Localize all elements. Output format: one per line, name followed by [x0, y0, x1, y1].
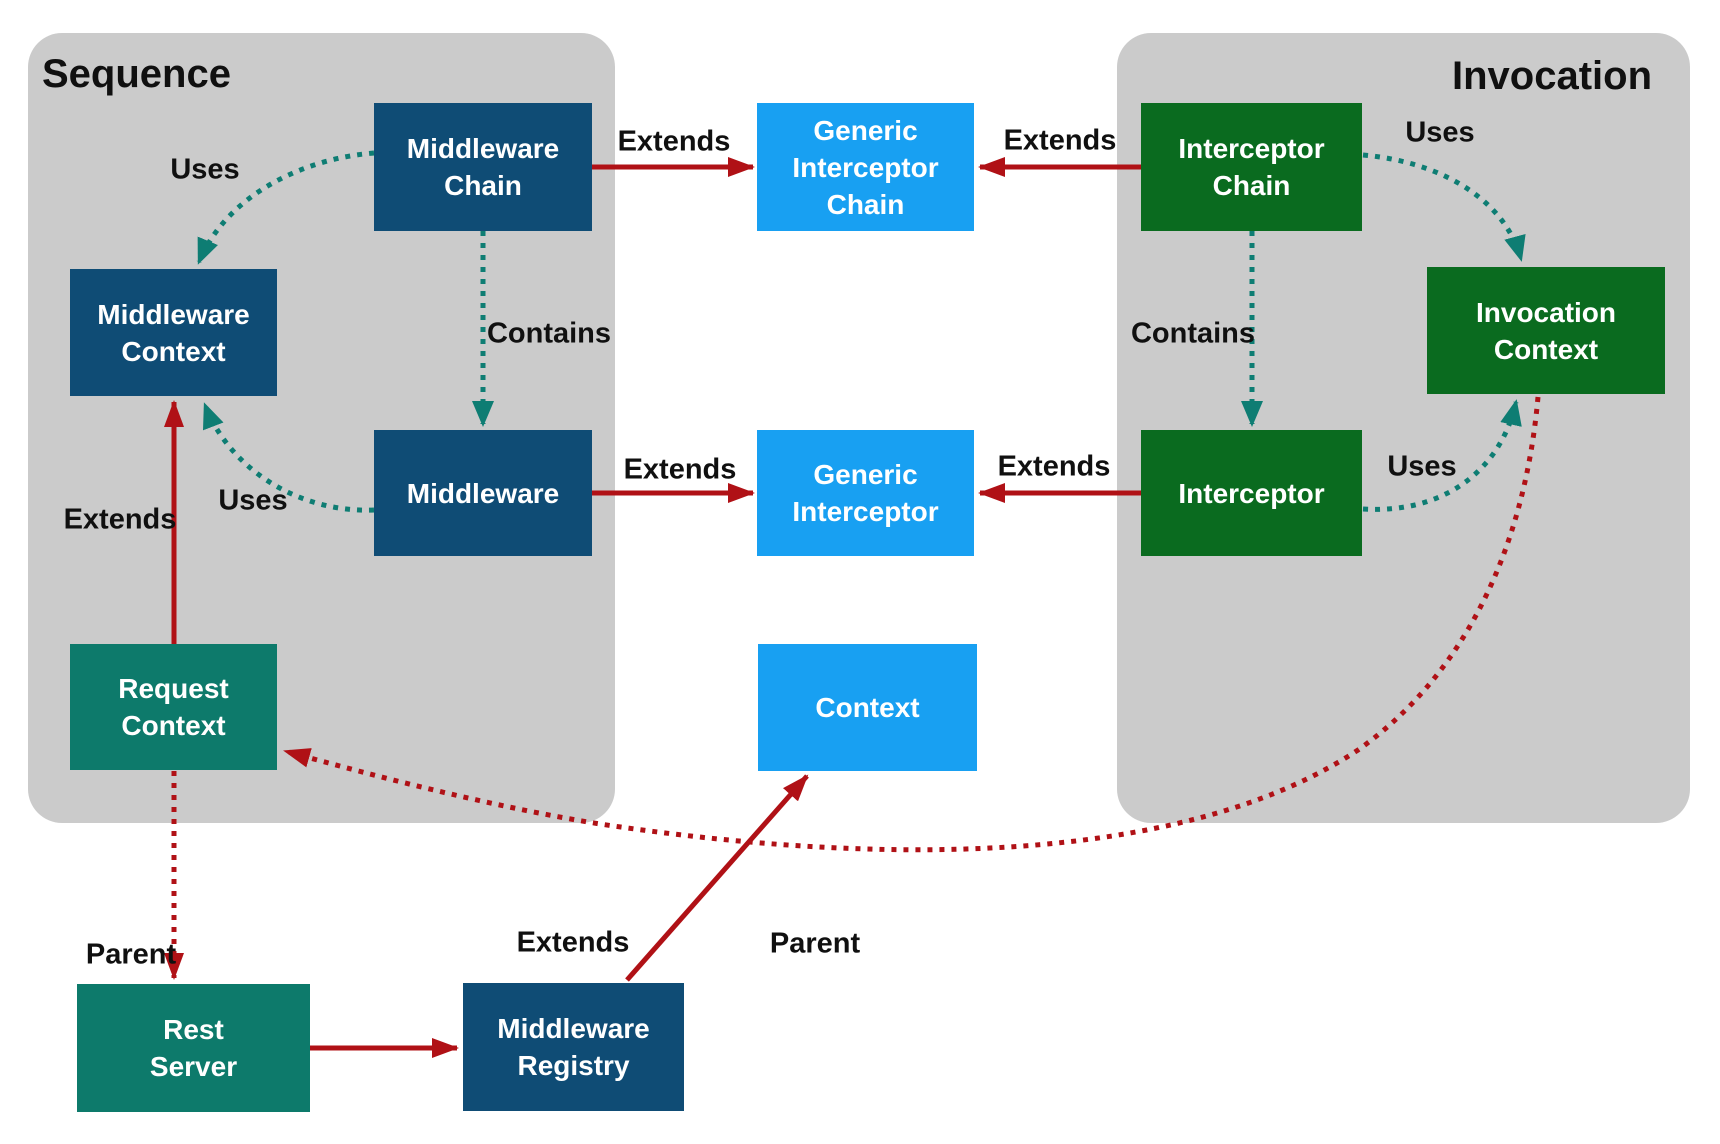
node-invocation-context: Invocation Context	[1427, 267, 1665, 394]
edge-extends-middlewareregistry-to-context	[625, 774, 809, 982]
node-middleware-registry: Middleware Registry	[463, 983, 684, 1111]
edge-label-extends-registry: Extends	[516, 926, 630, 959]
edge-label-parent-left: Parent	[85, 938, 177, 971]
edge-label-extends-left-vertical: Extends	[63, 503, 177, 536]
edge-uses-middlewarechain-to-middlewarecontext	[196, 150, 375, 265]
edge-label-parent-curve: Parent	[769, 927, 861, 960]
sequence-group-title: Sequence	[42, 52, 231, 96]
edge-label-uses-mid-right: Uses	[1387, 450, 1457, 483]
node-interceptor: Interceptor	[1141, 430, 1362, 556]
edge-label-extends-row1-right: Extends	[1003, 124, 1117, 157]
node-generic-interceptor: Generic Interceptor	[757, 430, 974, 556]
node-generic-interceptor-chain: Generic Interceptor Chain	[757, 103, 974, 231]
edge-label-extends-row1-left: Extends	[617, 125, 731, 158]
edge-label-contains-right: Contains	[1130, 317, 1256, 350]
edge-label-contains-left: Contains	[486, 317, 612, 350]
edge-label-extends-row3-right: Extends	[997, 450, 1111, 483]
edge-uses-interceptorchain-to-invocationcontext	[1362, 152, 1526, 262]
edge-label-uses-top-left: Uses	[170, 153, 240, 186]
edge-label-uses-top-right: Uses	[1405, 116, 1475, 149]
node-interceptor-chain: Interceptor Chain	[1141, 103, 1362, 231]
edge-label-uses-mid-left: Uses	[218, 484, 288, 517]
node-context: Context	[758, 644, 977, 771]
node-middleware: Middleware	[374, 430, 592, 556]
edge-label-extends-row3-left: Extends	[623, 453, 737, 486]
node-middleware-context: Middleware Context	[70, 269, 277, 396]
node-rest-server: Rest Server	[77, 984, 310, 1112]
node-request-context: Request Context	[70, 644, 277, 770]
edge-uses-interceptor-to-invocationcontext	[1362, 399, 1522, 512]
edge-parent-invocationcontext-to-requestcontext	[283, 396, 1541, 853]
node-middleware-chain: Middleware Chain	[374, 103, 592, 231]
invocation-group-title: Invocation	[1452, 54, 1653, 98]
edge-uses-middleware-to-middlewarecontext	[202, 402, 375, 513]
